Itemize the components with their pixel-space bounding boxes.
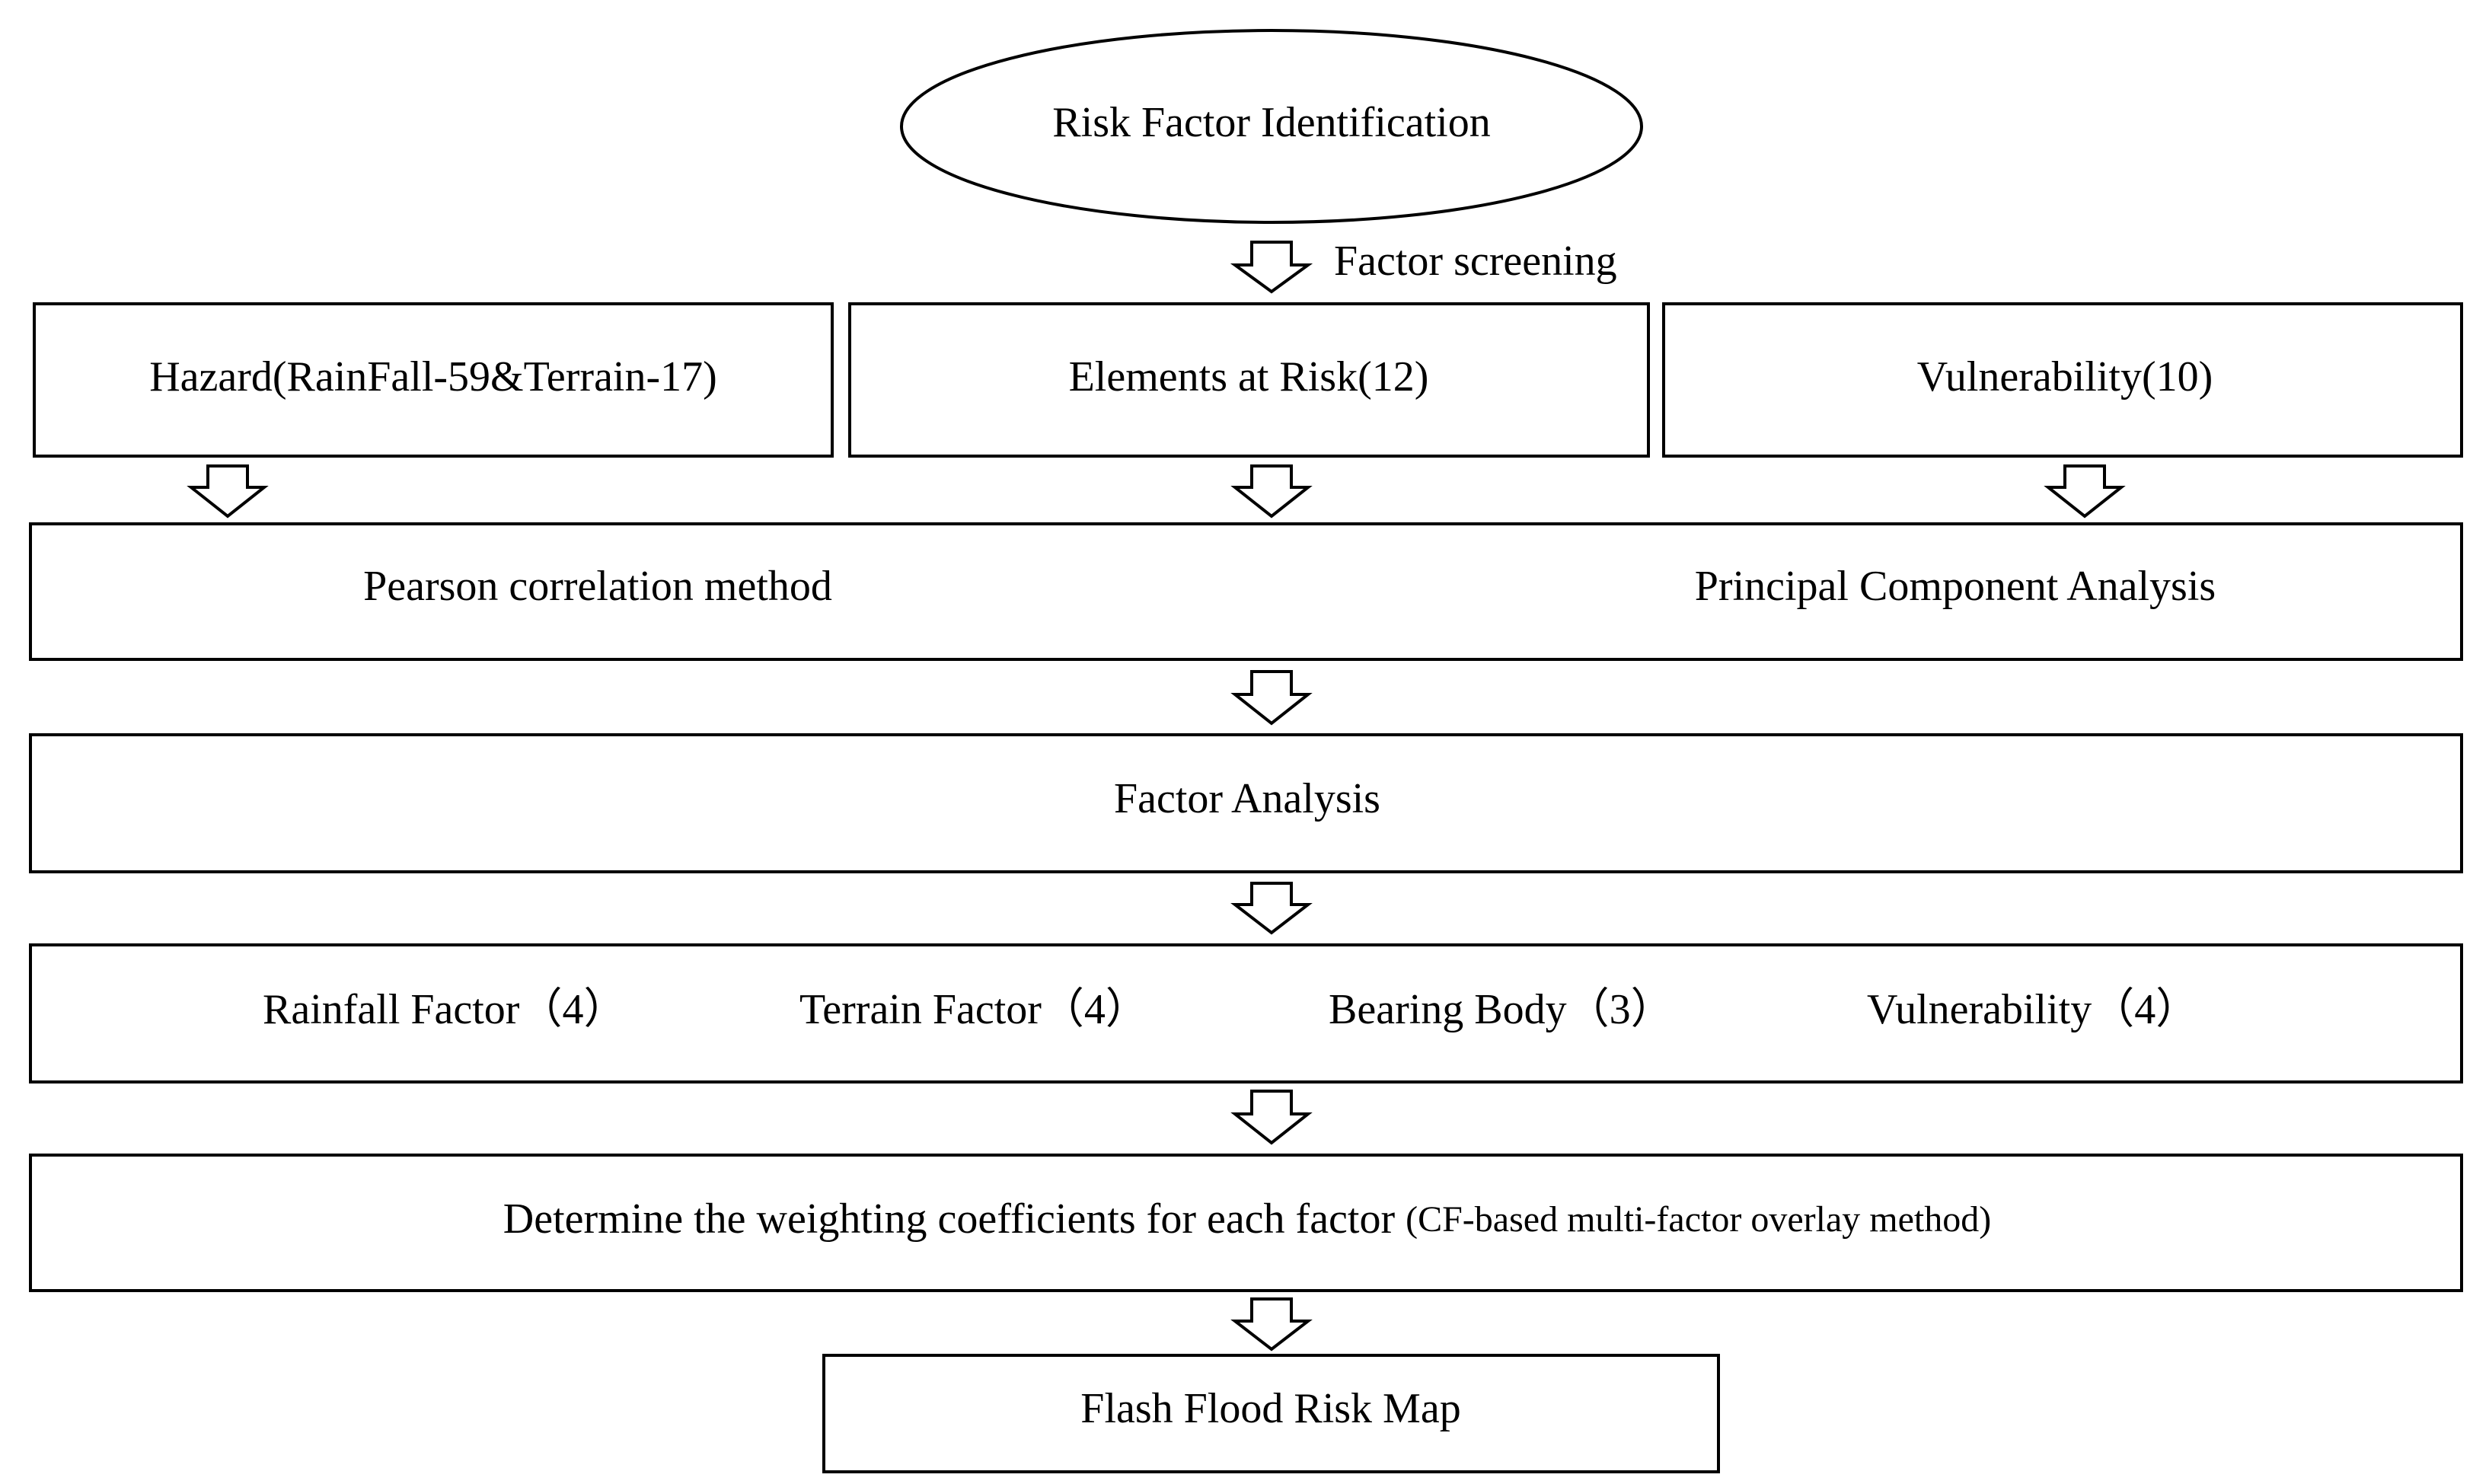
- factor-analysis-box: [29, 733, 2463, 873]
- weighting-box: [29, 1154, 2463, 1292]
- bearing-body-label: Bearing Body（3）: [1329, 986, 1674, 1033]
- flash-flood-risk-map-label: Flash Flood Risk Map: [1080, 1385, 1460, 1432]
- pearson-correlation-label: Pearson correlation method: [363, 563, 832, 610]
- methods-box: [29, 522, 2463, 661]
- risk-factor-identification-label: Risk Factor Identification: [1052, 99, 1490, 146]
- flash-flood-risk-map-box: [822, 1354, 1720, 1473]
- weighting-note-text: (CF-based multi-factor overlay method): [1406, 1199, 1991, 1240]
- hazard-box: [33, 302, 834, 458]
- elements-at-risk-label: Elements at Risk(12): [1069, 353, 1429, 401]
- hazard-label: Hazard(RainFall-59&Terrain-17): [149, 353, 717, 401]
- terrain-factor-label: Terrain Factor（4）: [799, 986, 1148, 1033]
- vulnerability-factor-label: Vulnerability（4）: [1867, 986, 2198, 1033]
- down-arrow-icon: [2044, 464, 2126, 519]
- risk-factor-identification-node: [900, 29, 1643, 224]
- down-arrow-icon: [1230, 1090, 1313, 1145]
- elements-at-risk-box: [848, 302, 1650, 458]
- down-arrow-icon: [1230, 882, 1313, 935]
- down-arrow-icon: [1230, 241, 1313, 294]
- weighting-main-text: Determine the weighting coefficients for…: [503, 1195, 1396, 1243]
- vulnerability-label: Vulnerability(10): [1917, 353, 2213, 401]
- principal-component-analysis-label: Principal Component Analysis: [1695, 563, 2216, 610]
- down-arrow-icon: [187, 464, 269, 519]
- down-arrow-icon: [1230, 670, 1313, 726]
- weighting-label: Determine the weighting coefficients for…: [503, 1195, 1991, 1243]
- factor-screening-label: Factor screening: [1334, 238, 1617, 285]
- down-arrow-icon: [1230, 464, 1313, 519]
- vulnerability-box: [1662, 302, 2463, 458]
- factors-box: [29, 943, 2463, 1083]
- factor-analysis-label: Factor Analysis: [1114, 775, 1380, 822]
- rainfall-factor-label: Rainfall Factor（4）: [263, 986, 626, 1033]
- down-arrow-icon: [1230, 1297, 1313, 1352]
